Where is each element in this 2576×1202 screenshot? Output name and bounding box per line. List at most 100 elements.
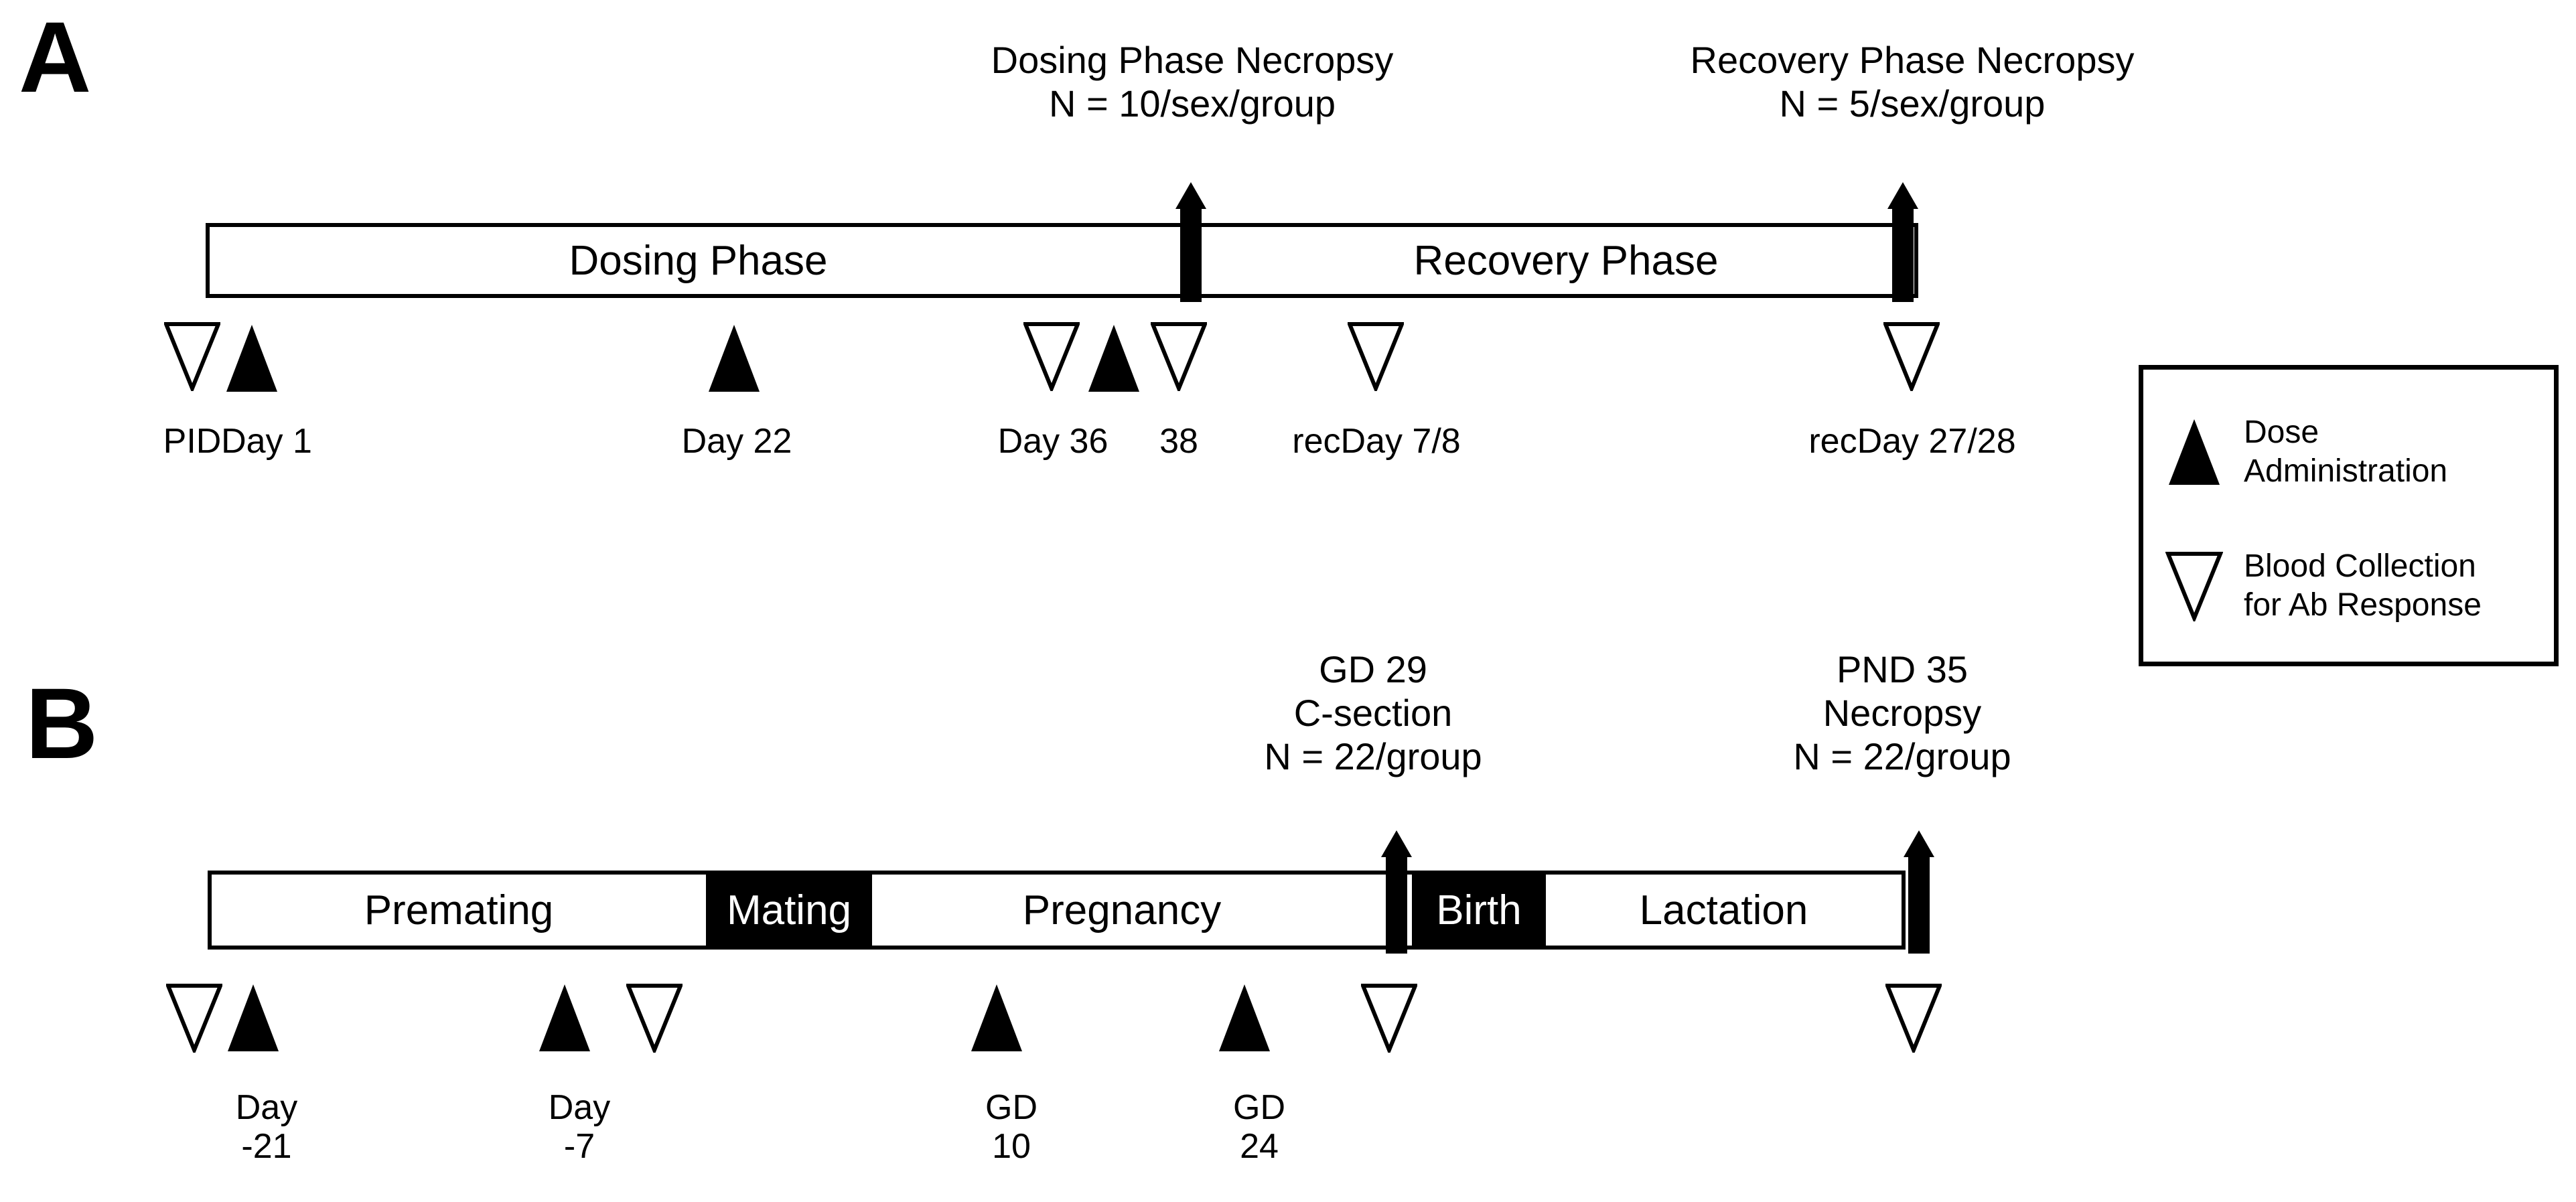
filled-up-triangle-icon [1088,325,1139,392]
marker-dose-administration-day-22 [709,325,760,392]
legend-item-blood-collection: Blood Collection for Ab Response [2162,546,2544,626]
legend-box [2139,365,2559,666]
marker-label-day-7: Day -7 [502,1088,656,1166]
event-caption-line: N = 5/sex/group [1779,82,2046,125]
arrow-shaft [1908,854,1930,954]
marker-blood-collection-b1 [166,983,222,1053]
legend-label-line: Dose [2244,415,2319,451]
marker-label-day-1: Day 1 [190,422,344,461]
filled-up-triangle-icon [2162,419,2226,485]
phase-segment-dosing-phase: Dosing Phase [210,227,1187,294]
arrow-shaft [1180,206,1202,302]
open-down-triangle-icon [164,321,220,391]
marker-label-line: 24 [1240,1127,1279,1167]
phase-label: Mating [726,887,852,933]
marker-label-line: Day 1 [221,422,312,461]
open-down-triangle-icon [626,983,683,1053]
marker-label-line: GD [985,1088,1037,1127]
filled-up-triangle-icon [226,325,277,392]
phase-label: Premating [364,887,554,933]
filled-up-triangle-icon [1219,984,1270,1051]
legend-label-line: Administration [2244,453,2448,489]
event-caption-line: N = 22/group [1793,735,2011,777]
filled-up-triangle-icon [539,984,590,1051]
marker-blood-collection-pid [164,321,220,391]
marker-label-line: recDay 27/28 [1808,422,2016,461]
marker-label-line: -7 [563,1127,595,1167]
marker-label-line: Day [235,1088,298,1127]
marker-blood-collection-recday-27-28 [1883,321,1940,391]
open-down-triangle-icon [1883,321,1940,391]
phase-segment-recovery-phase: Recovery Phase [1218,227,1914,294]
open-down-triangle-icon [1348,321,1404,391]
marker-dose-administration-day-7 [539,984,590,1051]
arrow-shaft [1386,854,1407,954]
panel-letter-a: A [19,1,91,113]
phase-segment-premating: Premating [212,875,706,946]
marker-dose-administration-day-1 [226,325,277,392]
phase-label: Birth [1436,887,1522,933]
necropsy-arrow-dosing [1175,182,1206,302]
necropsy-arrow-recovery [1887,182,1918,302]
marker-label-line: 38 [1159,422,1198,461]
open-down-triangle-icon [1885,983,1942,1053]
phase-label: Recovery Phase [1413,237,1719,284]
filled-up-triangle-icon [228,984,279,1051]
phase-label: Lactation [1639,887,1808,933]
filled-up-triangle-icon [709,325,760,392]
phase-segment-lactation: Lactation [1546,875,1902,946]
marker-blood-collection-day-36 [1023,321,1080,391]
marker-blood-collection-b2 [626,983,683,1053]
marker-label-line: Day 36 [997,422,1108,461]
panel-b-timeline-bar: Premating Mating Pregnancy Birth Lactati… [208,871,1906,950]
arrow-head-icon [1904,830,1934,857]
panel-a-timeline-bar: Dosing Phase Recovery Phase [206,223,1918,298]
marker-label-line: -21 [241,1127,292,1167]
marker-blood-collection-b4 [1885,983,1942,1053]
event-caption-pnd35-necropsy: PND 35 Necropsy N = 22/group [1745,648,2060,779]
arrow-head-icon [1381,830,1412,857]
marker-blood-collection-b3 [1361,983,1417,1053]
marker-label-line: recDay 7/8 [1292,422,1461,461]
arrow-head-icon [1175,182,1206,209]
legend-item-dose-administration: Dose Administration [2162,412,2544,492]
marker-label-day-21: Day -21 [190,1088,344,1166]
phase-segment-birth: Birth [1412,875,1546,946]
marker-label-line: PID [163,422,222,461]
phase-segment-pregnancy: Pregnancy [872,875,1372,946]
open-down-triangle-icon [2162,550,2226,621]
phase-label: Pregnancy [1022,887,1222,933]
marker-label-recday-7-8: recDay 7/8 [1259,422,1494,461]
necropsy-arrow-pnd35 [1904,830,1934,954]
marker-label-day-36: Day 36 [966,422,1140,461]
open-down-triangle-icon [1023,321,1080,391]
event-caption-line: PND 35 [1836,648,1969,690]
marker-label-line: Day 22 [681,422,792,461]
event-caption-recovery-necropsy: Recovery Phase Necropsy N = 5/sex/group [1678,39,2147,126]
event-caption-line: C-section [1293,691,1453,734]
legend-label-line: Blood Collection [2244,548,2476,585]
open-down-triangle-icon [1361,983,1417,1053]
legend-item-label: Dose Administration [2244,413,2447,490]
phase-segment-mating: Mating [706,875,872,946]
marker-dose-administration-day-37 [1088,325,1139,392]
marker-blood-collection-recday-7-8 [1348,321,1404,391]
marker-label-pid: PID [125,422,259,461]
open-down-triangle-icon [166,983,222,1053]
marker-label-day-22: Day 22 [653,422,820,461]
event-caption-gd29-csection: GD 29 C-section N = 22/group [1216,648,1530,779]
marker-label-line: Day [548,1088,611,1127]
panel-letter-b: B [25,667,98,779]
event-caption-line: N = 10/sex/group [1048,82,1336,125]
marker-label-gd-24: GD 24 [1182,1088,1336,1166]
event-caption-line: Recovery Phase Necropsy [1690,39,2135,81]
event-caption-line: N = 22/group [1264,735,1482,777]
arrow-shaft [1892,206,1914,302]
event-caption-line: GD 29 [1319,648,1427,690]
marker-label-recday-27-28: recDay 27/28 [1768,422,2056,461]
csection-arrow-gd29 [1381,830,1412,954]
marker-blood-collection-day-38 [1151,321,1207,391]
marker-label-line: 10 [992,1127,1031,1167]
filled-up-triangle-icon [971,984,1022,1051]
